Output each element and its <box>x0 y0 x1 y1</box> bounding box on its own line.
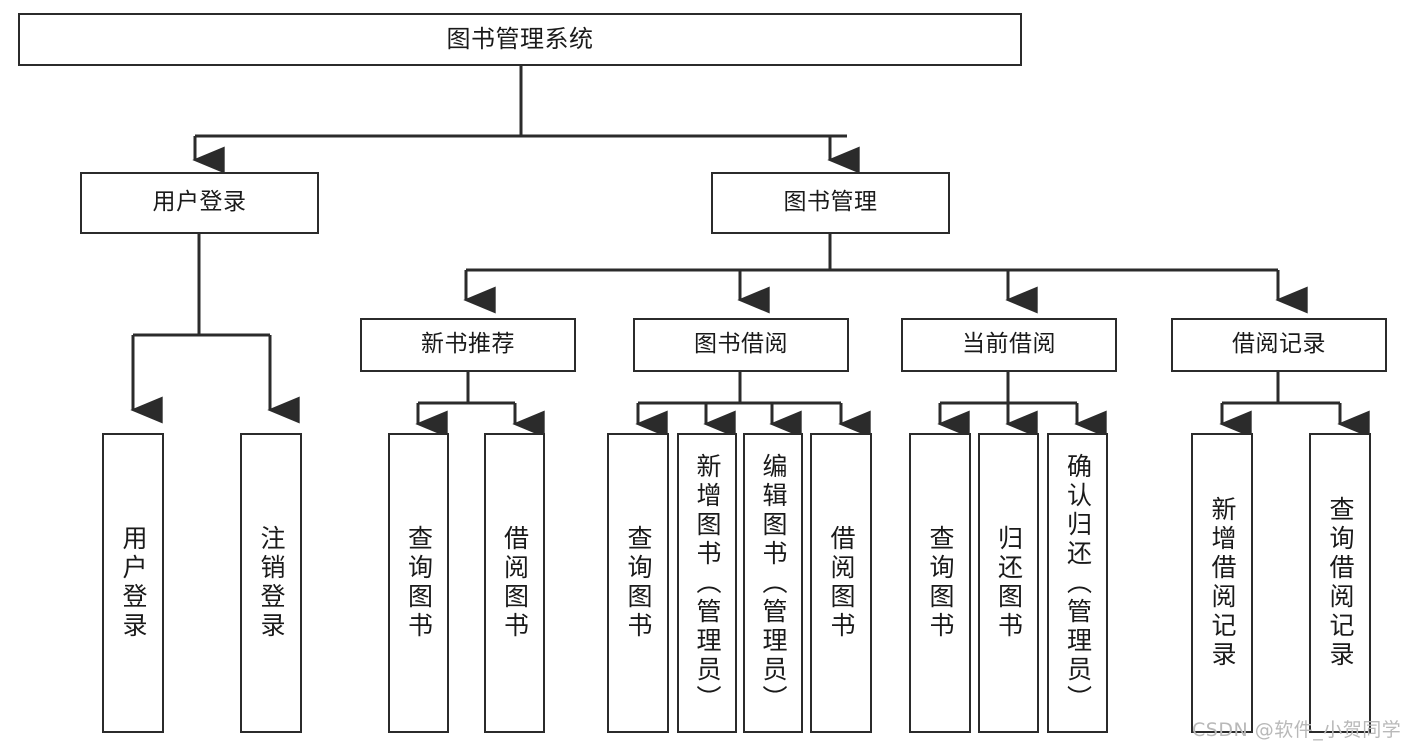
node-leaf-return-book[interactable]: 归还图书 <box>978 433 1039 733</box>
node-label: 借阅图书 <box>500 525 530 641</box>
node-leaf-add-borrow-record[interactable]: 新增借阅记录 <box>1191 433 1253 733</box>
node-label: 查询图书 <box>404 525 434 641</box>
node-leaf-user-login[interactable]: 用户登录 <box>102 433 164 733</box>
node-label: 新增借阅记录 <box>1208 496 1237 670</box>
node-leaf-query-borrow-record[interactable]: 查询借阅记录 <box>1309 433 1371 733</box>
node-label: 查询借阅记录 <box>1326 496 1355 670</box>
node-new-book-recommend[interactable]: 新书推荐 <box>360 318 576 372</box>
node-label: 用户登录 <box>119 525 148 641</box>
csdn-watermark: CSDN @软件_小贺同学 <box>1192 719 1402 741</box>
node-label: 图书管理 <box>783 189 878 216</box>
node-label: 查询图书 <box>926 525 955 641</box>
node-leaf-edit-book-admin[interactable]: 编辑图书（管理员） <box>743 433 803 733</box>
node-root-book-management-system[interactable]: 图书管理系统 <box>18 13 1022 66</box>
node-leaf-borrow-book[interactable]: 借阅图书 <box>810 433 872 733</box>
node-label: 当前借阅 <box>962 331 1056 358</box>
node-book-borrow[interactable]: 图书借阅 <box>633 318 849 372</box>
node-label: 新书推荐 <box>421 331 515 358</box>
node-label: 确认归还（管理员） <box>1063 452 1093 714</box>
node-leaf-query-book-borrow[interactable]: 查询图书 <box>607 433 669 733</box>
node-label: 归还图书 <box>994 525 1024 641</box>
node-leaf-add-book-admin[interactable]: 新增图书（管理员） <box>677 433 737 733</box>
node-label: 新增图书（管理员） <box>693 452 722 714</box>
node-label: 图书管理系统 <box>446 25 594 54</box>
node-leaf-confirm-return-admin[interactable]: 确认归还（管理员） <box>1047 433 1108 733</box>
node-label: 用户登录 <box>152 189 247 216</box>
node-label: 编辑图书（管理员） <box>759 452 788 714</box>
node-leaf-logout-login[interactable]: 注销登录 <box>240 433 302 733</box>
node-label: 借阅记录 <box>1232 331 1326 358</box>
node-label: 借阅图书 <box>827 525 856 641</box>
node-label: 注销登录 <box>257 525 286 641</box>
node-leaf-query-book-current[interactable]: 查询图书 <box>909 433 971 733</box>
node-user-login[interactable]: 用户登录 <box>80 172 319 234</box>
node-leaf-query-book-recommend[interactable]: 查询图书 <box>388 433 449 733</box>
node-current-borrow[interactable]: 当前借阅 <box>901 318 1117 372</box>
node-borrow-record[interactable]: 借阅记录 <box>1171 318 1387 372</box>
node-book-manage[interactable]: 图书管理 <box>711 172 950 234</box>
node-label: 查询图书 <box>624 525 653 641</box>
node-label: 图书借阅 <box>694 331 788 358</box>
node-leaf-borrow-book-recommend[interactable]: 借阅图书 <box>484 433 545 733</box>
